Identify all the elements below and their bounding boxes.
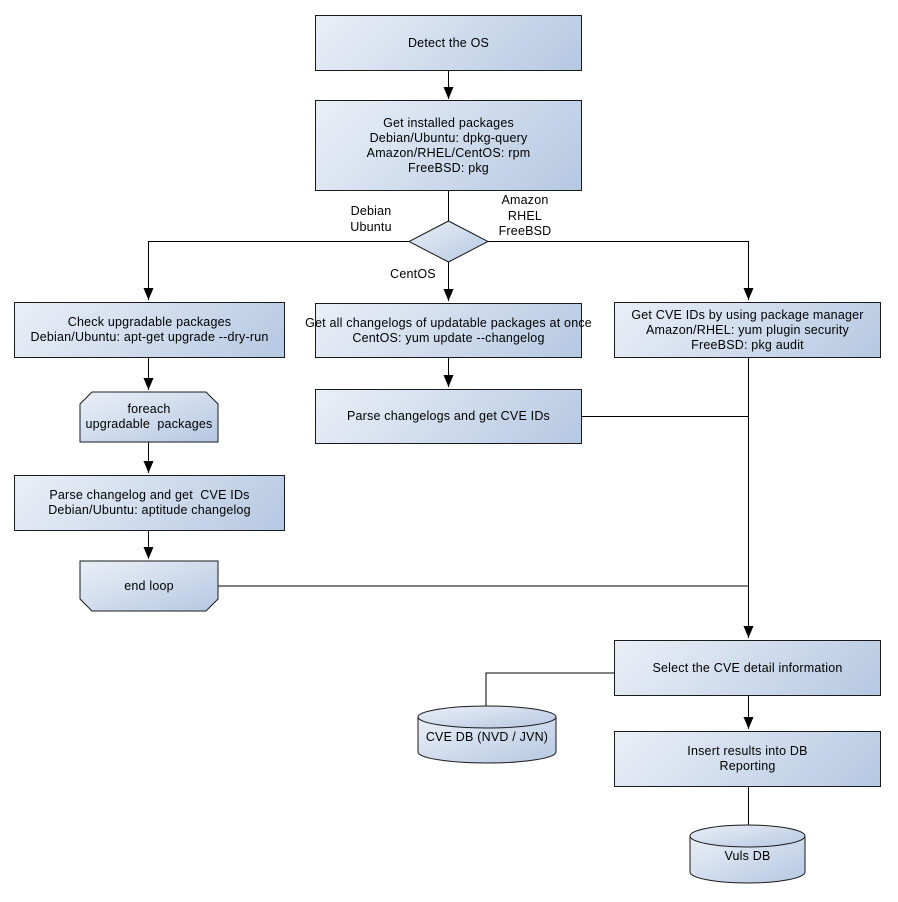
node-label: FreeBSD: pkg audit xyxy=(691,337,804,352)
edge-label-centos: CentOS xyxy=(384,267,442,283)
node-label: Detect the OS xyxy=(407,35,490,50)
edge-label-debian-ubuntu: Debian Ubuntu xyxy=(336,204,406,235)
node-label: FreeBSD: pkg xyxy=(408,160,489,175)
edge-label-line: RHEL xyxy=(507,208,543,223)
node-check-upgradable-packages: Check upgradable packages Debian/Ubuntu:… xyxy=(14,302,285,358)
node-label: Get all changelogs of updatable packages… xyxy=(305,315,592,330)
node-label: Select the CVE detail information xyxy=(652,660,843,675)
node-get-all-changelogs: Get all changelogs of updatable packages… xyxy=(305,303,592,358)
edge-label-amazon-rhel-freebsd: Amazon RHEL FreeBSD xyxy=(492,193,558,240)
node-select-cve-detail: Select the CVE detail information xyxy=(614,640,881,696)
node-get-installed-packages: Get installed packages Debian/Ubuntu: dp… xyxy=(315,100,582,191)
foreach-loop-shape xyxy=(79,391,219,443)
edge-label-line: FreeBSD xyxy=(498,224,552,238)
edge-label-line: Amazon xyxy=(501,193,549,207)
node-label: Parse changelog and get CVE IDs xyxy=(49,488,250,502)
edge-select-to-cvedb xyxy=(485,672,614,706)
edge-label-line: CentOS xyxy=(390,267,436,281)
node-label: Amazon/RHEL: yum plugin security xyxy=(645,322,849,337)
edge-decision-debian xyxy=(143,241,409,300)
node-label: CentOS: yum update --changelog xyxy=(352,330,545,345)
node-label: Reporting xyxy=(719,759,776,773)
node-label: Amazon/RHEL/CentOS: rpm xyxy=(366,145,531,160)
node-label: Debian/Ubuntu: dpkg-query xyxy=(369,130,528,145)
edge-decision-amazon xyxy=(488,241,754,300)
node-label: Debian/Ubuntu: apt-get upgrade --dry-run xyxy=(30,330,269,344)
node-label: Insert results into DB xyxy=(687,744,808,758)
node-parse-changelog-debian: Parse changelog and get CVE IDs Debian/U… xyxy=(14,475,285,531)
node-label: Check upgradable packages xyxy=(67,315,232,329)
node-label: Get CVE IDs by using package manager xyxy=(631,307,864,322)
vuls-db-cylinder xyxy=(689,824,806,884)
node-detect-os: Detect the OS xyxy=(315,15,582,71)
cve-db-cylinder xyxy=(417,705,557,764)
end-loop-shape xyxy=(79,560,219,612)
node-get-cve-ids-package-manager: Get CVE IDs by using package manager Ama… xyxy=(614,302,881,358)
node-insert-results: Insert results into DB Reporting xyxy=(614,731,881,787)
node-label: Debian/Ubuntu: aptitude changelog xyxy=(48,503,251,517)
node-parse-changelogs-centos: Parse changelogs and get CVE IDs xyxy=(315,389,582,444)
node-label: Get installed packages xyxy=(383,115,514,130)
edge-label-line: Debian xyxy=(350,204,392,218)
os-decision-diamond xyxy=(407,220,490,263)
node-label: Parse changelogs and get CVE IDs xyxy=(346,409,551,423)
edge-label-line: Ubuntu xyxy=(350,219,392,234)
